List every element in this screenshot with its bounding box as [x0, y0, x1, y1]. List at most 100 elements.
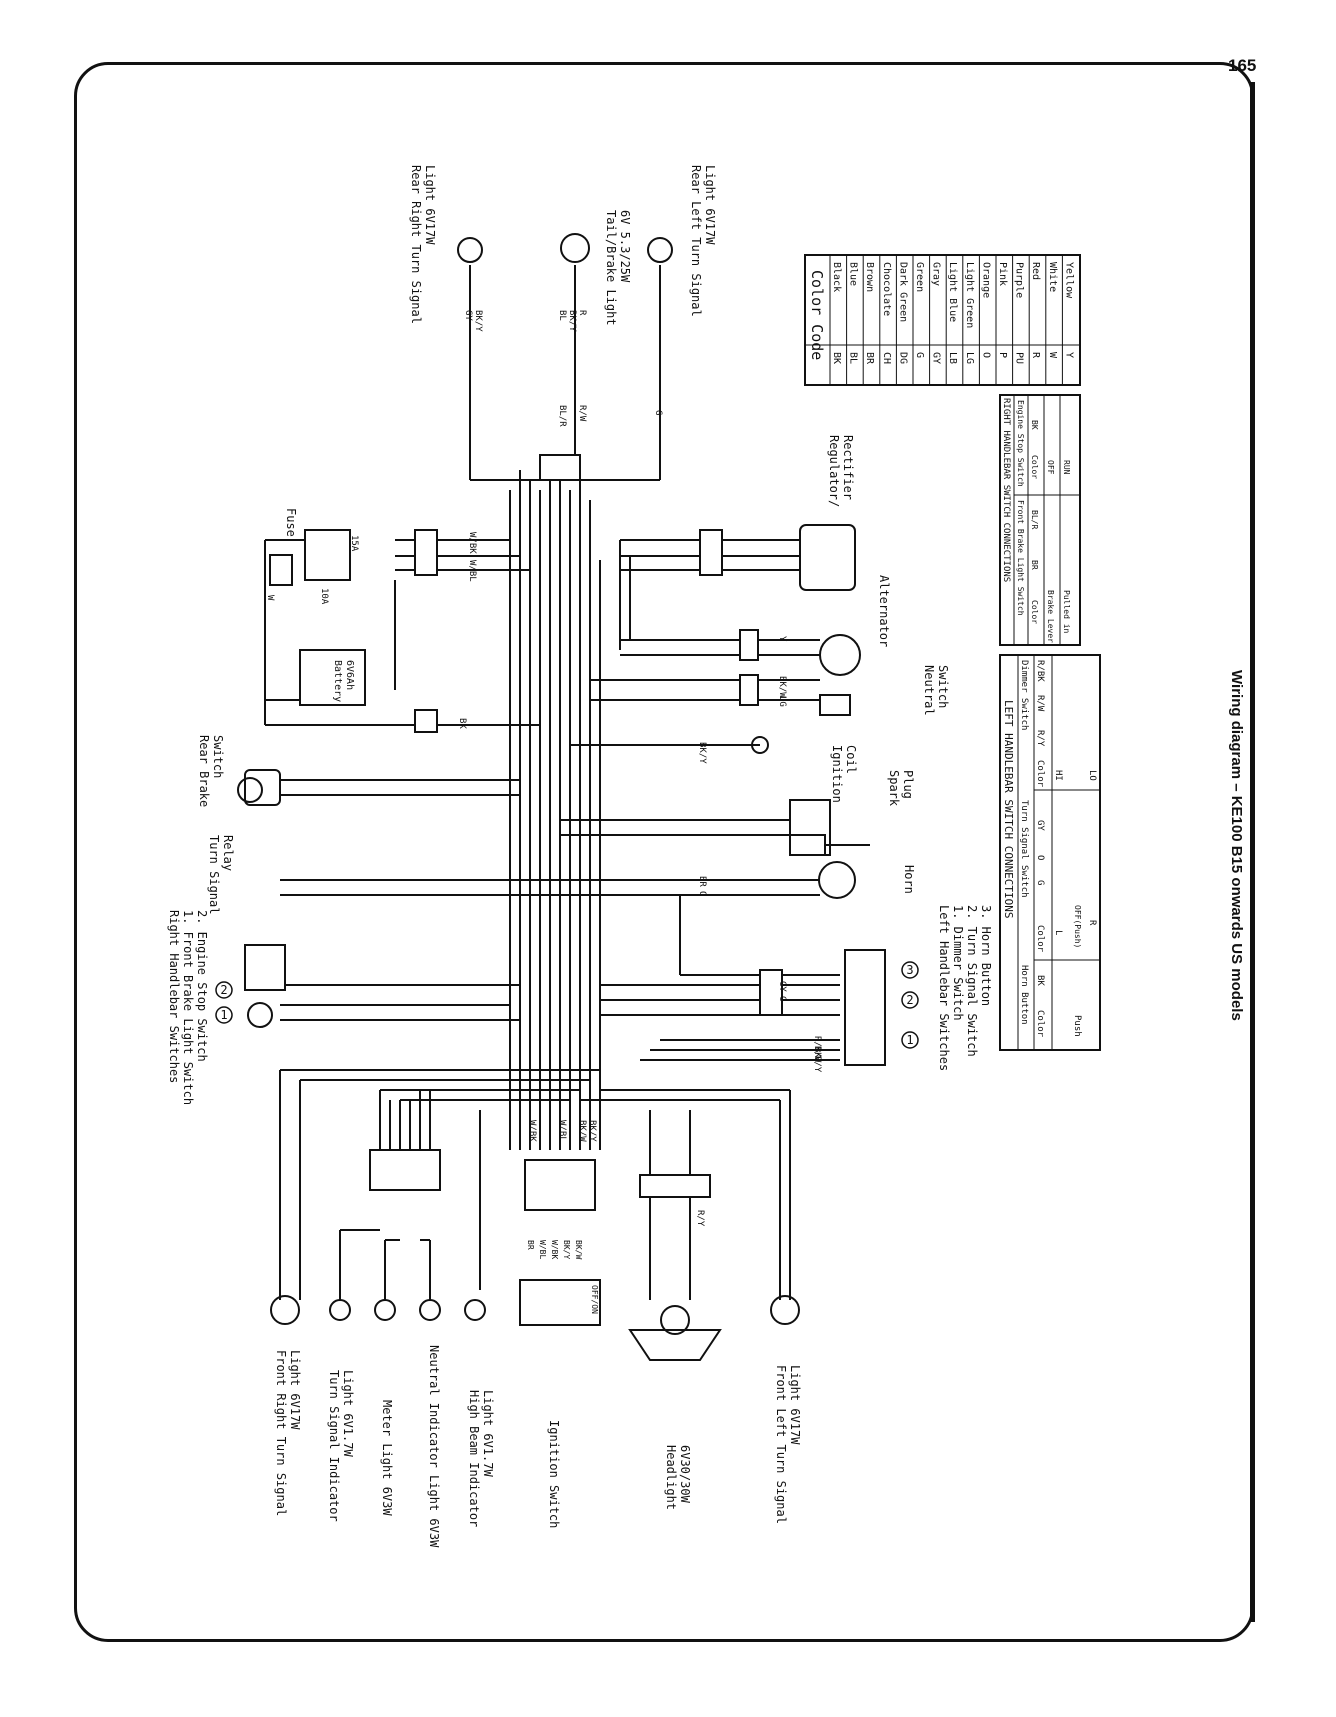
- wire-label: G: [653, 410, 663, 415]
- wire-label: G: [777, 996, 787, 1001]
- left-table-ry: R/Y: [1035, 730, 1045, 747]
- high-beam-spec: Light 6V1.7W: [481, 1390, 495, 1477]
- color-code-name: Brown: [864, 262, 875, 292]
- left-handlebar-table: LEFT HANDLEBAR SWITCH CONNECTIONS Horn B…: [999, 654, 1101, 1051]
- neutral-switch-label-2: Switch: [936, 665, 950, 708]
- front-right-turn-label: Front Right Turn Signal: [274, 1350, 288, 1516]
- wire-label: R/W: [577, 405, 587, 422]
- right-table-blr: BL/R: [1030, 510, 1039, 529]
- left-table-rw: R/W: [1035, 695, 1045, 712]
- battery-spec: 6V6Ah: [344, 660, 355, 690]
- left-table-gy: GY: [1035, 820, 1045, 831]
- right-table-off: OFF: [1046, 460, 1055, 475]
- color-code-name: White: [1047, 262, 1058, 292]
- right-table-br: BR: [1030, 560, 1039, 570]
- left-table-bk: BK: [1035, 975, 1045, 986]
- color-code-name: Yellow: [1063, 262, 1074, 299]
- color-code-title: Color Code: [808, 270, 826, 360]
- color-code-abbrev: CH: [881, 352, 892, 364]
- right-table-run: RUN: [1062, 460, 1071, 475]
- color-code-name: Red: [1030, 262, 1041, 280]
- right-table-head-2: Engine Stop Switch: [1016, 400, 1025, 487]
- wire-label: BK/Y: [697, 742, 707, 764]
- wire-label: R/BK: [812, 1036, 822, 1058]
- left-table-l: L: [1053, 930, 1063, 935]
- rear-right-turn-label: Rear Right Turn Signal: [409, 165, 423, 324]
- color-code-abbrev: R: [1030, 352, 1041, 359]
- regulator-label: Regulator/: [827, 435, 841, 507]
- neutral-switch-label: Neutral: [922, 665, 936, 716]
- wire-label: W/BL: [557, 1120, 567, 1142]
- page-edge-bar: [1250, 82, 1255, 1622]
- left-table-hi: HI: [1053, 770, 1063, 781]
- rear-left-turn-spec: Light 6V17W: [703, 165, 717, 245]
- wire-label: W/BK: [467, 532, 477, 554]
- turn-indicator-label: Turn Signal Indicator: [327, 1370, 341, 1522]
- left-switch-number-1: 1: [906, 1033, 913, 1047]
- left-table-o: O: [1035, 855, 1045, 860]
- horn-label: Horn: [902, 865, 916, 894]
- color-code-name: Purple: [1014, 262, 1025, 298]
- front-right-turn-spec: Light 6V17W: [288, 1350, 302, 1430]
- meter-light-label: Meter Light 6V3W: [380, 1400, 394, 1516]
- front-left-turn-spec: Light 6V17W: [788, 1365, 802, 1445]
- rear-brake-switch-label: Rear Brake: [197, 735, 211, 807]
- color-code-abbrev: O: [980, 352, 991, 358]
- ignition-terminal-label: BK/Y: [562, 1240, 571, 1259]
- right-table-bk: BK: [1030, 420, 1039, 430]
- left-switches-label: Left Handlebar Switches: [937, 905, 951, 1071]
- tail-brake-spec: 6V 5.3/25W: [618, 210, 632, 283]
- right-table-title: RIGHT HANDLEBAR SWITCH CONNECTIONS: [1001, 398, 1011, 582]
- wire-label: BL: [557, 310, 567, 321]
- color-code-name: Green: [914, 262, 925, 292]
- right-switch-number-2: 2: [220, 983, 227, 997]
- turn-indicator-spec: Light 6V1.7W: [341, 1370, 355, 1457]
- color-code-name: Light Blue: [947, 262, 958, 322]
- left-switches-item-1: 1. Dimmer Switch: [951, 905, 965, 1021]
- color-code-abbrev: LG: [964, 352, 975, 364]
- color-code-abbrev: Y: [1063, 352, 1074, 358]
- color-code-name: Gray: [931, 262, 942, 286]
- left-switches-item-3: 3. Horn Button: [979, 905, 993, 1006]
- left-table-horn-head: Horn Button: [1019, 965, 1029, 1025]
- right-table-pulled-in: Pulled in: [1062, 590, 1071, 634]
- color-code-abbrev: W: [1047, 352, 1058, 359]
- left-table-title: LEFT HANDLEBAR SWITCH CONNECTIONS: [1002, 700, 1015, 919]
- color-code-name: Pink: [997, 262, 1008, 286]
- wire-label: O: [697, 891, 707, 896]
- color-code-abbrev: BL: [848, 352, 859, 364]
- color-code-abbrev: G: [914, 352, 925, 358]
- ignition-coil-label: Ignition: [830, 745, 844, 803]
- color-code-name: Dark Green: [897, 262, 908, 322]
- wire-label: Y: [777, 636, 787, 642]
- left-table-color-2: Color: [1035, 925, 1045, 953]
- left-table-dimmer-head: Dimmer Switch: [1019, 660, 1029, 730]
- wire-label: W: [265, 595, 275, 601]
- left-table-lo: LO: [1087, 770, 1097, 781]
- left-table-off-push: OFF(Push): [1073, 905, 1082, 948]
- wire-label: BK/Y: [473, 310, 483, 332]
- left-switch-number-2: 2: [906, 993, 913, 1007]
- color-code-name: Light Green: [964, 262, 975, 328]
- color-code-abbrev: BR: [864, 352, 875, 365]
- color-code-table: Color Code BKBlackBLBlueBRBrownCHChocola…: [804, 254, 1081, 386]
- turn-relay-label: Turn Signal: [207, 835, 221, 914]
- right-table-color: Color: [1030, 600, 1039, 624]
- ignition-terminal-label: W/BK: [550, 1240, 559, 1259]
- color-code-abbrev: DG: [897, 352, 908, 364]
- fuse-label: Fuse: [284, 508, 298, 537]
- rear-right-turn-spec: Light 6V17W: [423, 165, 437, 245]
- headlight-spec: 6V30/30W: [678, 1445, 692, 1504]
- rear-left-turn-label: Rear Left Turn Signal: [689, 165, 703, 317]
- headlight-label: Headlight: [664, 1445, 678, 1510]
- wire-label: BL/R: [557, 405, 567, 427]
- right-switches-item-1: 1. Front Brake Light Switch: [181, 910, 195, 1105]
- wire-label: R/Y: [695, 1210, 705, 1227]
- color-code-abbrev: P: [997, 352, 1008, 358]
- alternator-label: Alternator: [877, 575, 891, 647]
- right-switch-number-1: 1: [220, 1008, 227, 1022]
- ignition-coil-label-2: Coil: [844, 745, 858, 774]
- tail-brake-label: Tail/Brake Light: [604, 210, 618, 326]
- wire-label: BR: [697, 876, 707, 887]
- ignition-terminal-label: BK/W: [574, 1240, 583, 1259]
